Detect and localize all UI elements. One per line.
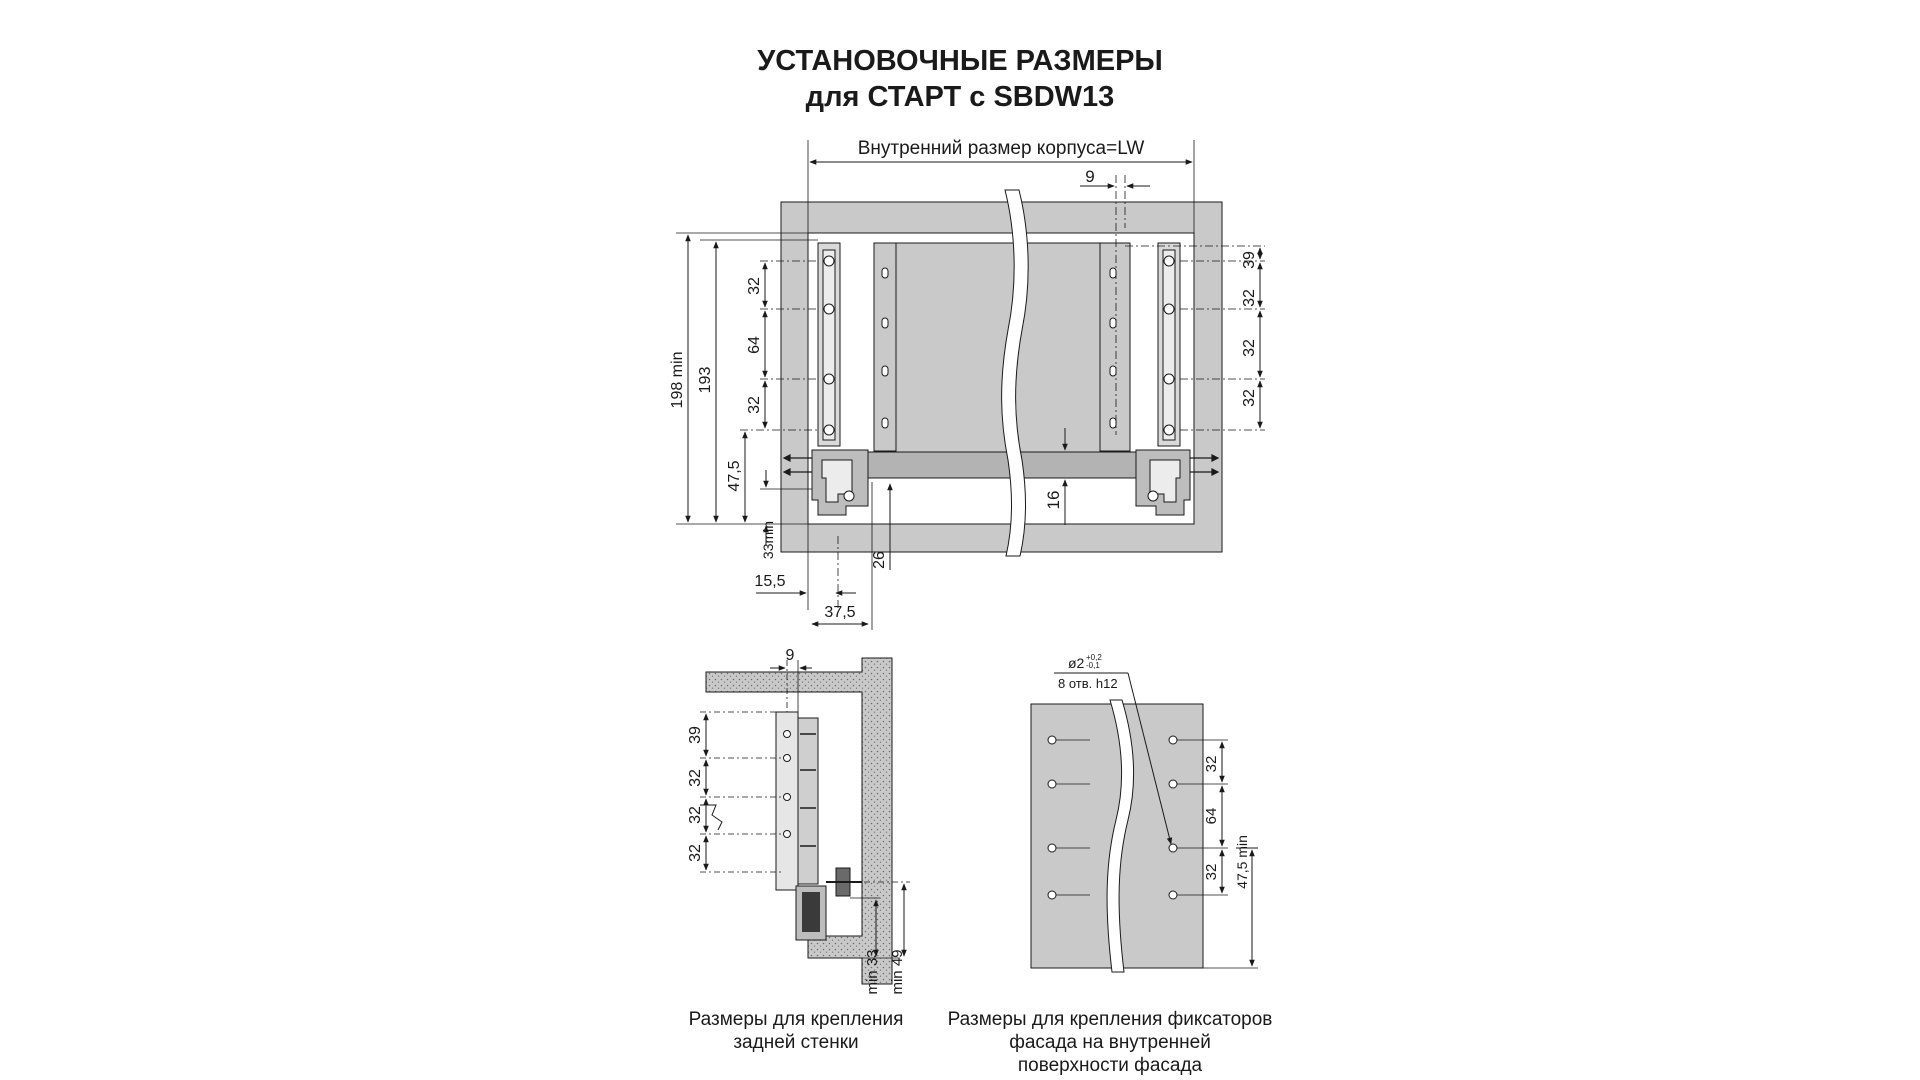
front-view: ø2 +0,2 -0,1 8 отв. h12 32 64 32 47,5 mi… — [1030, 653, 1258, 973]
hole-tol-plus-label: +0,2 — [1086, 653, 1102, 662]
dim-15-5-label: 15,5 — [754, 573, 785, 590]
screw-icon — [823, 255, 835, 436]
top-view: Внутренний размер корпуса=LW 9 198 min 1… — [669, 138, 1265, 630]
hole-icon — [1047, 735, 1178, 900]
diagram-title-line1: УСТАНОВОЧНЫЕ РАЗМЕРЫ — [757, 45, 1163, 77]
hole-tol-minus-label: -0,1 — [1086, 661, 1100, 670]
dim-32-right-2-label: 32 — [1241, 339, 1258, 357]
left-slot-strip — [873, 242, 897, 452]
front-view-caption: Размеры для крепления фиксаторов фасада … — [930, 1008, 1290, 1077]
dim-32-lower-label: 32 — [746, 396, 763, 414]
width-dim-label: Внутренний размер корпуса=LW — [858, 138, 1145, 159]
break-line — [1001, 189, 1029, 557]
dim-9-label: 9 — [1085, 167, 1094, 186]
dim-64-label: 64 — [746, 336, 763, 354]
front-dim-32-lower-label: 32 — [1203, 864, 1220, 881]
dim-198min-label: 198 min — [669, 352, 686, 409]
break-mark — [700, 804, 723, 831]
side-caption-line2: задней стенки — [733, 1032, 859, 1053]
screw-icon — [783, 730, 791, 838]
dim-26-label: 26 — [871, 551, 888, 569]
dim-16-label: 16 — [1044, 491, 1063, 510]
side-dim-32-2-label: 32 — [687, 806, 704, 824]
hole-note-label: 8 отв. h12 — [1058, 676, 1118, 691]
center-lines — [740, 175, 1265, 610]
side-caption-line1: Размеры для крепления — [688, 1009, 904, 1030]
dim-37-5-label: 37,5 — [824, 604, 855, 621]
front-min-label: 47,5 min — [1234, 835, 1250, 889]
side-view: 9 39 32 32 32 min 33 min 49 — [687, 647, 910, 995]
dim-39-label: 39 — [1241, 251, 1258, 269]
cabinet-frame — [780, 201, 1223, 553]
front-caption-line1: Размеры для крепления фиксаторов — [947, 1009, 1273, 1030]
front-caption-line3: поверхности фасада — [1017, 1055, 1203, 1076]
front-dim-64-label: 64 — [1203, 808, 1220, 825]
side-view-caption: Размеры для крепления задней стенки — [650, 1008, 942, 1054]
dim-32-upper-label: 32 — [746, 277, 763, 295]
hole-diameter-label: ø2 — [1068, 655, 1085, 671]
side-dim-32-1-label: 32 — [687, 769, 704, 787]
dim-193-label: 193 — [697, 367, 714, 394]
drawer-bottom-strip — [867, 451, 1137, 479]
wall-screw-icon — [782, 454, 1220, 476]
side-min33-label: min 33 — [864, 949, 881, 994]
front-break-line — [1106, 699, 1135, 973]
right-slot-strip — [1099, 242, 1131, 452]
front-dim-32-upper-label: 32 — [1203, 756, 1220, 773]
side-dim-9-label: 9 — [786, 647, 795, 664]
dim-33min-label: 33min — [760, 521, 776, 559]
side-dim-39-label: 39 — [687, 726, 704, 744]
front-caption-line2: фасада на внутренней — [1009, 1032, 1211, 1053]
diagram-title-line2: для СТАРТ с SBDW13 — [805, 81, 1115, 113]
screw-icon — [1163, 255, 1175, 436]
dim-32-right-1-label: 32 — [1241, 289, 1258, 307]
dim-47-5-label: 47,5 — [726, 460, 743, 491]
side-min49-label: min 49 — [889, 949, 906, 994]
dim-32-right-3-label: 32 — [1241, 389, 1258, 407]
side-dim-32-3-label: 32 — [687, 844, 704, 862]
